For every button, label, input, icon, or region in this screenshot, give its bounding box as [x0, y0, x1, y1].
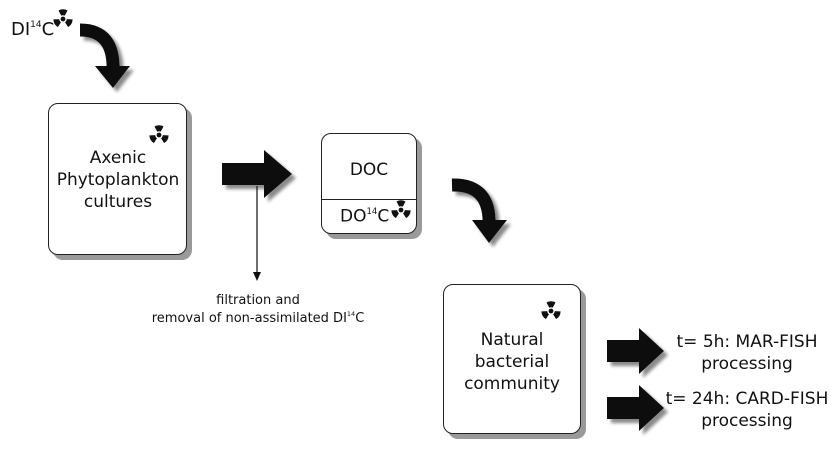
output-1-line1: t= 5h: MAR-FISH [676, 332, 818, 352]
arrow-output-1 [607, 328, 664, 374]
arrow-phyto-to-doc [222, 150, 292, 198]
radioactive-icon [541, 301, 561, 320]
arrow-output-2 [607, 385, 664, 431]
curved-arrow-top [79, 23, 130, 88]
bacteria-label-2: bacterial [474, 352, 550, 372]
phyto-label-3: cultures [83, 192, 153, 212]
output-2-line2: processing [701, 411, 793, 431]
doc-divider [322, 199, 416, 200]
filtration-line [253, 186, 261, 281]
radioactive-icon [391, 200, 411, 219]
doc-label: DOC [349, 160, 389, 180]
radioactive-icon [149, 125, 169, 144]
bacteria-box [443, 284, 581, 434]
phytoplankton-box [48, 103, 187, 255]
top-label-di14c: DI14C [11, 19, 55, 41]
phyto-label-1: Axenic [89, 148, 147, 168]
radioactive-icon [53, 9, 73, 28]
doc-box [321, 133, 417, 234]
bacteria-label-1: Natural [480, 330, 544, 350]
output-2-line1: t= 24h: CARD-FISH [665, 389, 829, 409]
filtration-note-line2: removal of non-assimilated DI14C [151, 310, 365, 326]
bacteria-label-3: community [464, 374, 560, 394]
filtration-note-line1: filtration and [216, 293, 300, 308]
output-1-line2: processing [701, 354, 793, 374]
curved-arrow-doc-to-bacteria [451, 178, 507, 243]
phyto-label-2: Phytoplankton [56, 170, 180, 190]
do14c-label: DO14C [340, 206, 390, 227]
